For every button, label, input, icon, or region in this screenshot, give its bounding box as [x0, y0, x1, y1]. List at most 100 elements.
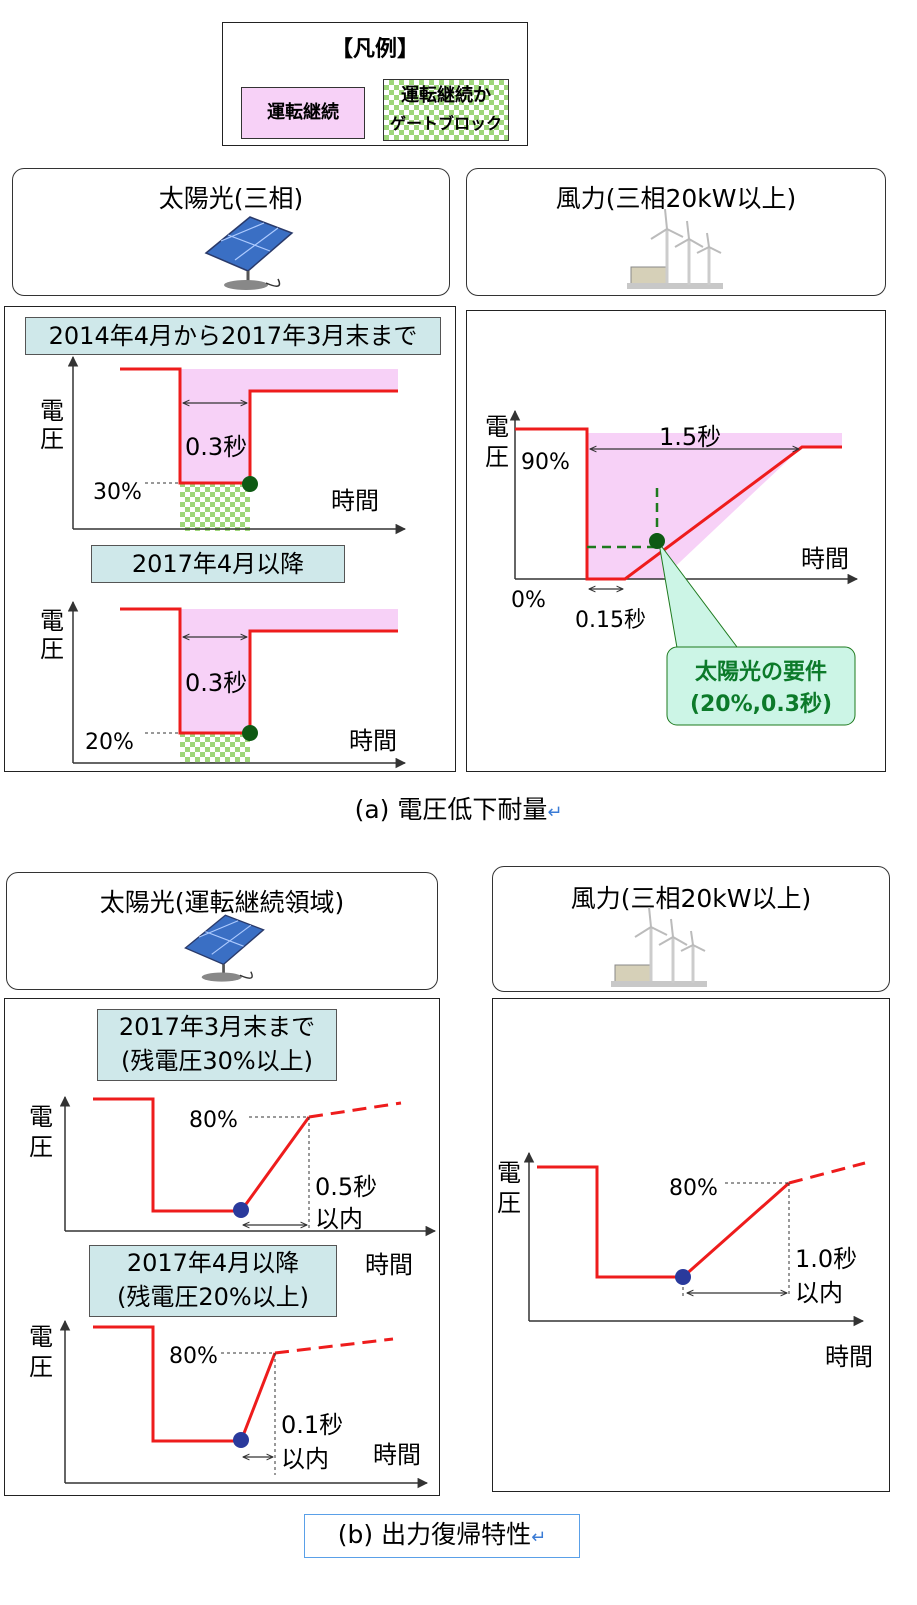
b-wind-time-2: 以内: [795, 1279, 843, 1307]
a-solar-top-ylabel-1: 電: [40, 397, 64, 425]
a-solar-top-pink-band: [180, 369, 398, 391]
a-solar-top-check-area: [180, 483, 250, 531]
b-solar-top-curve: [93, 1097, 311, 1213]
legend-box: 【凡例】 運転継続 運転継続か ゲートブロック: [222, 22, 528, 146]
a-solar-bot-pink-band: [180, 609, 398, 631]
b-wind-time-1: 1.0秒: [795, 1245, 857, 1273]
b-wind-ylabel-1: 電: [497, 1159, 521, 1187]
a-solar-bot-duration: 0.3秒: [185, 669, 247, 697]
b-solar-top-time-1: 0.5秒: [315, 1173, 377, 1201]
b-solar-bot-time-1: 0.1秒: [281, 1411, 343, 1439]
solar-panel-icon: [204, 216, 294, 290]
a-wind-ylabel-1: 電: [485, 413, 509, 441]
b-wind-curve-ext: [788, 1161, 866, 1185]
b-wind-level: 80%: [669, 1176, 718, 1201]
b-wind-header-title: 風力(三相20kW以上): [570, 884, 812, 913]
b-solar-top-xlabel: 時間: [365, 1251, 413, 1279]
b-solar-diagram: 電 圧 80% 0.5秒 以内 時間 電 圧 80% 0.1秒 以内 時間: [29, 1095, 437, 1489]
b-solar-top-tag-1: 2017年3月末まで: [118, 1013, 316, 1041]
solar-panel-icon: [184, 914, 265, 982]
b-solar-bot-point: [233, 1432, 249, 1448]
a-solar-top-residual: 30%: [93, 480, 142, 505]
legend-swatch-gateblock: 運転継続か ゲートブロック: [383, 79, 509, 141]
a-wind-solar-req-point: [649, 533, 665, 549]
b-solar-bot-tag-1: 2017年4月以降: [126, 1249, 300, 1277]
return-mark-icon: ↵: [531, 1527, 547, 1548]
b-caption-text: (b) 出力復帰特性: [337, 1520, 532, 1549]
a-wind-panel: 電 圧 90% 1.5秒 0% 0.15秒 時間 太陽光の要件 (20%,0.3…: [466, 310, 886, 772]
b-solar-top-ylabel-1: 電: [29, 1103, 53, 1131]
b-solar-bot-curve-ext: [274, 1337, 394, 1355]
a-wind-callout-box: [666, 646, 856, 726]
a-wind-header-title: 風力(三相20kW以上): [555, 184, 797, 213]
b-wind-ylabel-2: 圧: [497, 1189, 521, 1217]
a-wind-level: 90%: [521, 450, 570, 475]
b-solar-bot-time-2: 以内: [281, 1445, 329, 1473]
a-solar-top-ylabel-2: 圧: [40, 425, 64, 453]
b-wind-panel: 電 圧 80% 1.0秒 以内 時間: [492, 998, 890, 1492]
a-solar-panel: 電 圧 0.3秒 30% 時間 電 圧 0.3秒 20% 時間 2014年4月か…: [4, 306, 456, 772]
b-solar-bot-curve: [93, 1325, 277, 1443]
a-solar-top-duration: 0.3秒: [185, 433, 247, 461]
a-solar-bot-residual: 20%: [85, 730, 134, 755]
a-solar-bot-check-area: [180, 733, 250, 763]
a-solar-header: 太陽光(三相): [12, 168, 450, 296]
b-solar-bot-tag: 2017年4月以降 (残電圧20%以上): [89, 1245, 337, 1317]
b-solar-bot-xlabel: 時間: [373, 1441, 421, 1469]
a-solar-bot-pink-window: [180, 631, 250, 733]
wind-turbine-icon: [611, 907, 707, 987]
a-solar-header-title: 太陽光(三相): [158, 184, 304, 213]
b-solar-top-point: [233, 1202, 249, 1218]
b-solar-top-time-2: 以内: [315, 1205, 363, 1233]
legend-label-gateblock-2: ゲートブロック: [389, 114, 502, 133]
b-solar-panel: 電 圧 80% 0.5秒 以内 時間 電 圧 80% 0.1秒 以内 時間 20…: [4, 998, 440, 1496]
a-wind-callout-2: (20%,0.3秒): [690, 692, 832, 717]
a-wind-zero: 0%: [511, 588, 546, 613]
b-wind-header: 風力(三相20kW以上): [492, 866, 890, 992]
b-solar-header-title: 太陽光(運転継続領域): [99, 888, 345, 917]
b-solar-bot-ylabel-1: 電: [29, 1323, 53, 1351]
a-solar-bot-xlabel: 時間: [349, 727, 397, 755]
b-solar-bot-level: 80%: [169, 1344, 218, 1369]
a-solar-top-point: [242, 476, 258, 492]
b-solar-bot-ylabel-2: 圧: [29, 1353, 53, 1381]
b-solar-bot-tag-2: (残電圧20%以上): [116, 1283, 310, 1311]
b-wind-diagram: 電 圧 80% 1.0秒 以内 時間: [497, 1151, 873, 1371]
b-solar-top-tag: 2017年3月末まで (残電圧30%以上): [97, 1009, 337, 1081]
b-wind-xlabel: 時間: [825, 1343, 873, 1371]
a-wind-diagram: 電 圧 90% 1.5秒 0% 0.15秒 時間 太陽光の要件 (20%,0.3…: [485, 409, 859, 726]
a-wind-ylabel-2: 圧: [485, 443, 509, 471]
legend-label-gateblock-1: 運転継続か: [401, 85, 491, 106]
a-solar-top-curve: [120, 367, 398, 485]
return-mark-icon: ↵: [547, 802, 563, 823]
a-wind-dur-short: 0.15秒: [575, 608, 646, 633]
a-solar-bot-ylabel-1: 電: [40, 607, 64, 635]
a-wind-xlabel: 時間: [801, 545, 849, 573]
a-wind-header: 風力(三相20kW以上): [466, 168, 886, 296]
a-wind-solar-req-guide: [587, 483, 659, 549]
wind-turbine-icon: [627, 209, 723, 289]
a-wind-curve: [515, 427, 842, 581]
a-caption: (a) 電圧低下耐量↵: [0, 790, 917, 826]
a-wind-dur-long: 1.5秒: [659, 423, 721, 451]
a-solar-top-xlabel: 時間: [331, 487, 379, 515]
b-wind-curve: [537, 1165, 790, 1279]
a-solar-top-tag: 2014年4月から2017年3月末まで: [25, 317, 441, 355]
b-solar-top-ylabel-2: 圧: [29, 1133, 53, 1161]
a-caption-text: (a) 電圧低下耐量: [354, 795, 548, 824]
b-solar-top-tag-2: (残電圧30%以上): [120, 1047, 314, 1075]
b-solar-header: 太陽光(運転継続領域): [6, 872, 438, 990]
a-wind-callout-1: 太陽光の要件: [695, 660, 827, 685]
b-wind-point: [675, 1269, 691, 1285]
b-solar-top-level: 80%: [189, 1108, 238, 1133]
a-solar-bot-tag: 2017年4月以降: [91, 545, 345, 583]
legend-title: 【凡例】: [330, 37, 419, 62]
b-caption: (b) 出力復帰特性↵: [304, 1514, 580, 1558]
a-solar-bot-point: [242, 725, 258, 741]
legend-label-continue: 運転継続: [267, 102, 339, 123]
legend-swatch-continue: 運転継続: [241, 87, 365, 139]
a-solar-bot-curve: [120, 607, 398, 735]
a-solar-bot-ylabel-2: 圧: [40, 635, 64, 663]
a-solar-diagram: 電 圧 0.3秒 30% 時間 電 圧 0.3秒 20% 時間: [40, 355, 407, 769]
b-solar-top-curve-ext: [308, 1101, 402, 1119]
